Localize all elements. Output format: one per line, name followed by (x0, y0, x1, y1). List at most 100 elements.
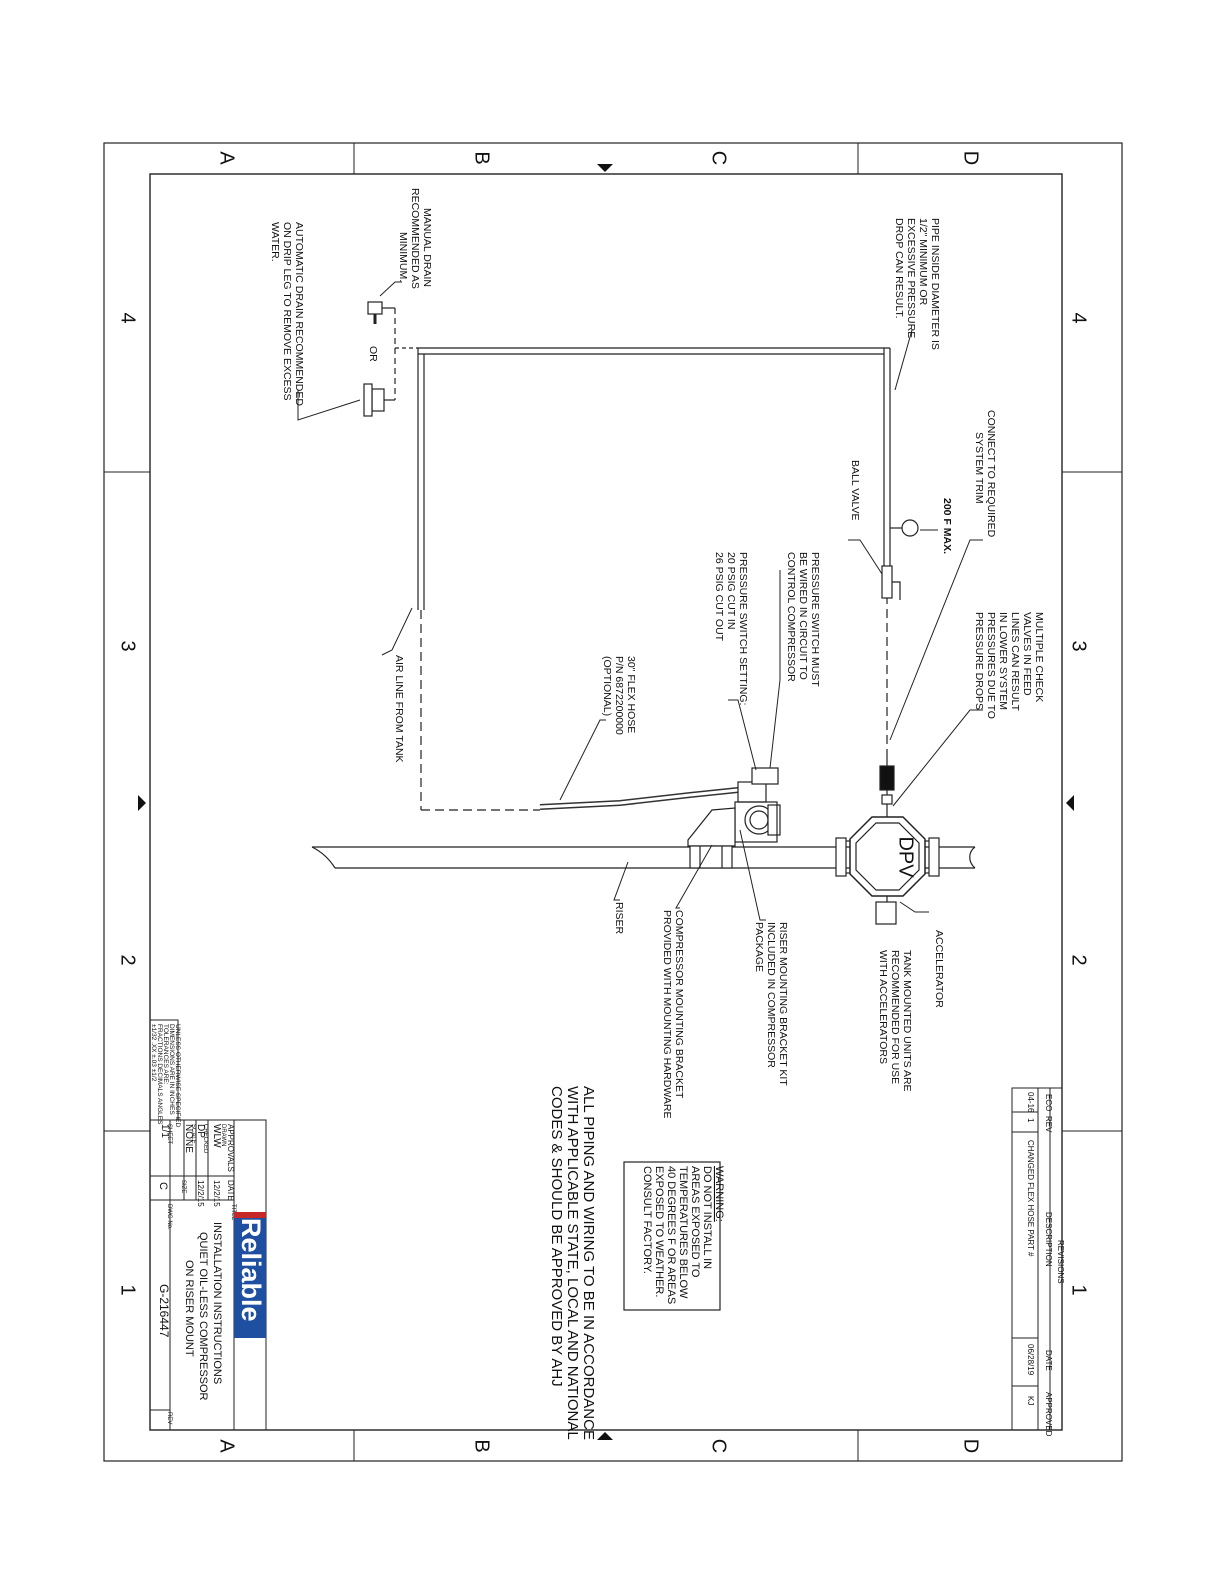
dpv-valve (849, 816, 926, 897)
svg-text:SYSTEM TRIM: SYSTEM TRIM (973, 432, 985, 504)
svg-text:RECOMMENDED AS: RECOMMENDED AS (409, 188, 421, 289)
drawing-title-line-3: ON RISER MOUNT (183, 1260, 195, 1357)
title-block-text: UNLESS OTHERWISE SPECIFIED DIMENSIONS AR… (150, 1024, 236, 1424)
svg-text:WITH APPLICABLE STATE, LOCAL A: WITH APPLICABLE STATE, LOCAL AND NATIONA… (564, 1086, 581, 1440)
svg-text:SHEET: SHEET (166, 1124, 172, 1144)
svg-text:COMPRESSOR MOUNTING BRACKET: COMPRESSOR MOUNTING BRACKET (673, 910, 685, 1099)
svg-text:PRESSURE SWITCH MUST: PRESSURE SWITCH MUST (809, 552, 821, 687)
notes: PIPE INSIDE DIAMETER IS 1/2" MINIMUM OR … (269, 188, 1045, 1118)
grid-number-3-right: 3 (1068, 640, 1090, 651)
manual-drain-valve (367, 301, 383, 315)
svg-text:EXCESSIVE PRESSURE: EXCESSIVE PRESSURE (905, 218, 917, 338)
grid-labels: A B C D A B C D 4 3 2 1 4 3 2 1 (117, 151, 1090, 1454)
revision-approved: KJ (1026, 1396, 1035, 1405)
note-all-piping: ALL PIPING AND WIRING TO BE IN ACCORDANC… (548, 1086, 597, 1440)
riser-flange-right (928, 837, 940, 877)
compressor (734, 767, 781, 843)
drawing-number: G-216447 (157, 1284, 171, 1338)
outer-border (103, 142, 1123, 1462)
svg-text:RISER MOUNTING BRACKET KIT: RISER MOUNTING BRACKET KIT (777, 922, 789, 1086)
svg-text:UNLESS OTHERWISE SPECIFIED: UNLESS OTHERWISE SPECIFIED (174, 1024, 181, 1127)
svg-text:SCALE: SCALE (190, 1124, 196, 1144)
dpv-label: DPV (895, 836, 917, 878)
svg-text:DWG No.: DWG No. (166, 1204, 172, 1230)
logo-text: Reliable (236, 1218, 266, 1322)
svg-text:AUTOMATIC DRAIN RECOMMENDED: AUTOMATIC DRAIN RECOMMENDED (293, 222, 305, 406)
svg-text:ALL PIPING AND WIRING TO BE IN: ALL PIPING AND WIRING TO BE IN ACCORDANC… (580, 1086, 597, 1440)
note-riser: RISER (613, 902, 625, 935)
svg-text:APPROVED: APPROVED (1044, 1392, 1053, 1437)
svg-text:CODES & SHOULD BE APPROVED BY: CODES & SHOULD BE APPROVED BY AHJ (548, 1086, 565, 1387)
sheet-value: 1/1 (159, 1124, 170, 1138)
note-auto-drain: AUTOMATIC DRAIN RECOMMENDED ON DRIP LEG … (269, 222, 305, 406)
note-pressure-switch-wire: PRESSURE SWITCH MUST BE WIRED IN CIRCUIT… (785, 552, 821, 687)
svg-text:PRESSURE SWITCH SETTING:: PRESSURE SWITCH SETTING: (737, 552, 749, 705)
svg-text:(OPTIONAL): (OPTIONAL) (601, 656, 613, 716)
svg-text:EXPOSED TO WEATHER.: EXPOSED TO WEATHER. (653, 1166, 665, 1297)
checked-by: DP (195, 1124, 206, 1138)
svg-text:MINIMUM.: MINIMUM. (397, 232, 409, 282)
note-manual-drain: MANUAL DRAIN RECOMMENDED AS MINIMUM. (397, 188, 433, 289)
svg-text:DESCRIPTION: DESCRIPTION (1044, 1212, 1053, 1267)
grid-letter-a-bottom: A (216, 1439, 238, 1453)
reliable-logo: Reliable (234, 1212, 266, 1338)
drawn-date: 12/2/15 (212, 1180, 221, 1207)
note-tank-mounted: TANK MOUNTED UNITS ARE RECOMMENDED FOR U… (877, 950, 913, 1092)
grid-letter-c-bottom: C (708, 1439, 730, 1453)
grid-letter-d-bottom: D (960, 1439, 982, 1453)
svg-text:TEMPERATURES BELOW: TEMPERATURES BELOW (677, 1166, 689, 1299)
svg-text:FRACTIONS DECIMALS ANGLES: FRACTIONS DECIMALS ANGLES (156, 1024, 163, 1125)
warning-box: WARNING: DO NOT INSTALL IN AREAS EXPOSED… (623, 1161, 725, 1311)
svg-text:AREAS EXPOSED TO: AREAS EXPOSED TO (689, 1166, 701, 1278)
svg-text:PACKAGE: PACKAGE (753, 922, 765, 972)
note-flex-hose: 30" FLEX HOSE P/N 6872200000 (OPTIONAL) (601, 656, 637, 735)
revisions-title: REVISIONS (1056, 1240, 1065, 1284)
grid-letter-b-bottom: B (471, 1439, 493, 1452)
svg-text:CONSULT FACTORY.: CONSULT FACTORY. (641, 1166, 653, 1274)
ball-valve (881, 565, 893, 599)
svg-text:TANK MOUNTED UNITS ARE: TANK MOUNTED UNITS ARE (901, 950, 913, 1092)
svg-text:DRAWN: DRAWN (220, 1124, 226, 1146)
dpv-valve-inner (855, 822, 920, 891)
svg-text:DIMENSIONS ARE IN INCHES: DIMENSIONS ARE IN INCHES (168, 1024, 175, 1115)
center-arrows (138, 164, 1074, 1440)
svg-text:±1/32 .XX ±.03 ±1/2: ±1/32 .XX ±.03 ±1/2 (150, 1024, 157, 1082)
svg-text:20 PSIG CUT IN: 20 PSIG CUT IN (725, 552, 737, 629)
svg-text:DO NOT INSTALL IN: DO NOT INSTALL IN (701, 1166, 713, 1269)
note-or: OR (367, 346, 379, 362)
svg-text:DATE: DATE (226, 1180, 235, 1201)
grid-number-4-right: 4 (1068, 312, 1090, 323)
svg-text:VALVES IN FEED: VALVES IN FEED (1021, 612, 1033, 696)
svg-text:CHECKED: CHECKED (202, 1124, 208, 1154)
grid-letter-c-top: C (708, 151, 730, 165)
revisions-table (1011, 1087, 1063, 1431)
svg-text:DROP CAN RESULT.: DROP CAN RESULT. (893, 218, 905, 319)
revision-date: 06/28/19 (1026, 1344, 1035, 1376)
check-valve (879, 765, 895, 791)
grid-number-1-right: 1 (1068, 1284, 1090, 1295)
compressor-mounting-bracket (687, 807, 736, 869)
note-pressure-switch-setting: PRESSURE SWITCH SETTING: 20 PSIG CUT IN … (713, 552, 749, 705)
svg-text:PRESSURE DROPS: PRESSURE DROPS (973, 612, 985, 710)
grid-number-2-right: 2 (1068, 954, 1090, 965)
revisions-text: REVISIONS ECO REV DESCRIPTION DATE APPRO… (1026, 1092, 1065, 1437)
drawing-title-line-2: QUIET OIL-LESS COMPRESSOR (197, 1232, 209, 1401)
svg-text:RECOMMENDED FOR USE: RECOMMENDED FOR USE (889, 950, 901, 1084)
grid-letter-a-top: A (216, 151, 238, 165)
svg-text:LINES CAN RESULT: LINES CAN RESULT (1009, 612, 1021, 712)
pressure-switch (751, 767, 779, 785)
checked-date: 12/2/15 (196, 1180, 205, 1207)
grid-letter-b-top: B (471, 151, 493, 164)
svg-text:REV: REV (166, 1412, 172, 1424)
svg-text:1/2" MINIMUM OR: 1/2" MINIMUM OR (917, 218, 929, 306)
svg-text:MANUAL DRAIN: MANUAL DRAIN (421, 208, 433, 287)
svg-text:REV: REV (1044, 1116, 1053, 1133)
svg-text:TITLE: TITLE (230, 1204, 236, 1220)
svg-text:IN LOWER SYSTEM: IN LOWER SYSTEM (997, 612, 1009, 710)
svg-text:P/N 6872200000: P/N 6872200000 (613, 656, 625, 735)
svg-text:PRESSURES DUE TO: PRESSURES DUE TO (985, 612, 997, 719)
svg-text:WITH ACCELERATORS: WITH ACCELERATORS (877, 950, 889, 1064)
grid-number-2-left: 2 (117, 954, 139, 965)
note-riser-bracket-kit: RISER MOUNTING BRACKET KIT INCLUDED IN C… (753, 922, 789, 1086)
